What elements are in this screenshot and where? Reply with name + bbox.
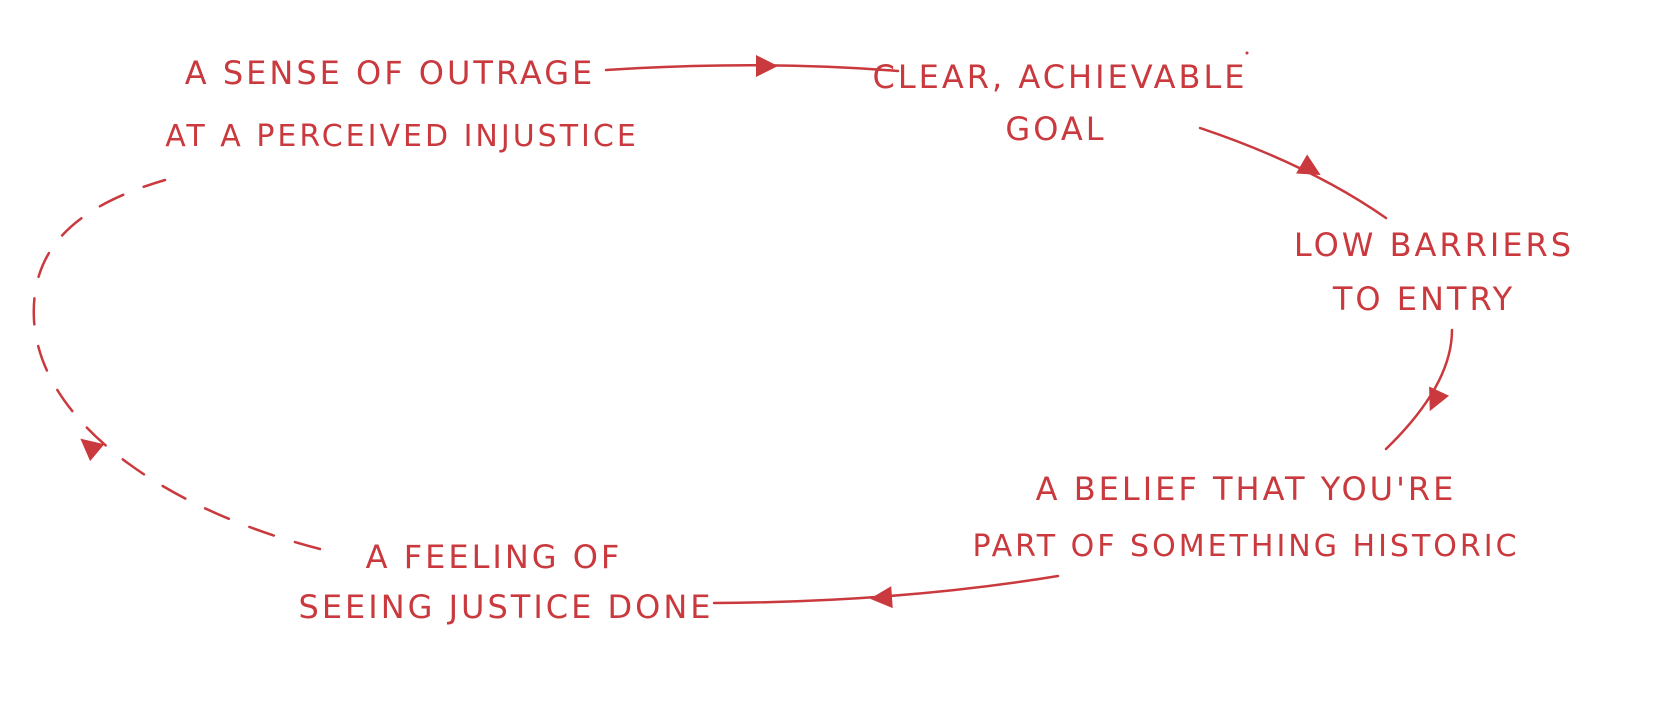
node-justice-line-1: A FEELING OF: [366, 538, 623, 576]
node-justice: A FEELING OF SEEING JUSTICE DONE: [299, 538, 714, 626]
node-outrage: A SENSE OF OUTRAGE AT A PERCEIVED INJUSTI…: [165, 54, 639, 154]
node-barriers-line-1: LOW BARRIERS: [1294, 226, 1574, 264]
edge-historic-to-justice: [712, 574, 1060, 605]
node-historic-line-2: PART OF SOMETHING HISTORIC: [972, 529, 1519, 564]
arrowhead-historic-to-justice: [870, 586, 893, 609]
edge-barriers-to-historic: [1384, 328, 1454, 451]
node-outrage-line-1: A SENSE OF OUTRAGE: [185, 54, 595, 92]
node-historic-line-1: A BELIEF THAT YOU'RE: [1036, 470, 1457, 508]
edge-outrage-to-goal: [604, 64, 900, 73]
node-goal: CLEAR, ACHIEVABLE GOAL: [873, 58, 1248, 148]
edge-goal-to-barriers: [1198, 126, 1388, 220]
node-goal-line-2: GOAL: [1005, 110, 1106, 148]
node-historic: A BELIEF THAT YOU'RE PART OF SOMETHING HI…: [972, 470, 1519, 564]
node-barriers: LOW BARRIERS TO ENTRY: [1294, 226, 1574, 318]
arrowhead-goal-to-barriers: [1296, 154, 1321, 175]
edge-justice-to-outrage: [32, 178, 322, 551]
arrowhead-barriers-to-historic: [1429, 386, 1450, 412]
node-goal-line-1: CLEAR, ACHIEVABLE: [873, 58, 1248, 96]
nodes-layer: A SENSE OF OUTRAGE AT A PERCEIVED INJUSTI…: [165, 54, 1574, 626]
node-outrage-line-2: AT A PERCEIVED INJUSTICE: [165, 119, 639, 154]
arrowhead-outrage-to-goal: [756, 55, 778, 77]
edges-layer: [32, 51, 1454, 609]
stray-dot: [1245, 51, 1249, 55]
node-justice-line-2: SEEING JUSTICE DONE: [299, 588, 714, 626]
node-barriers-line-2: TO ENTRY: [1332, 280, 1515, 318]
arrowhead-justice-to-outrage: [80, 438, 105, 462]
